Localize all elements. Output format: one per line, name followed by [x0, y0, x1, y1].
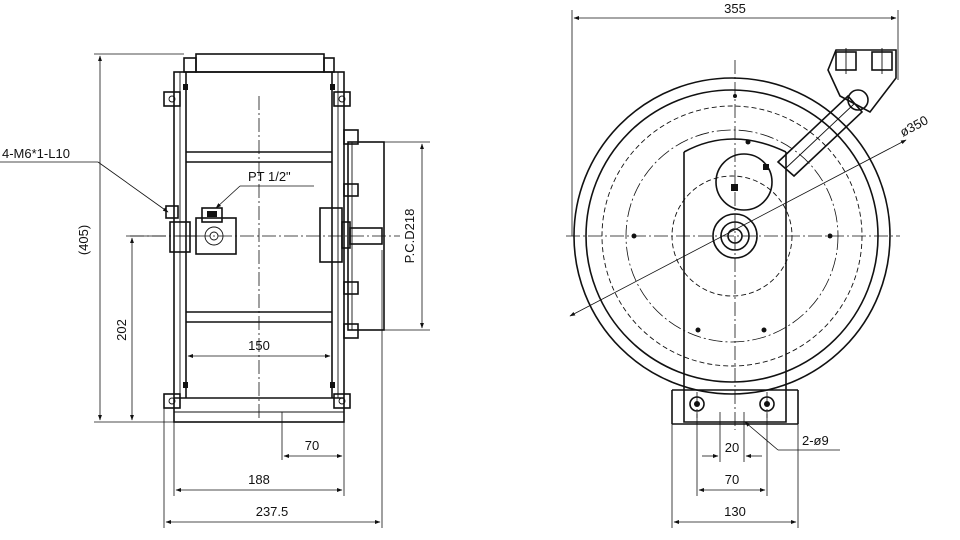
bolt-top-left [163, 91, 181, 107]
dim-20: 20 [725, 440, 739, 455]
bolt-bottom-left [163, 393, 181, 409]
guide-roller [827, 49, 897, 114]
pcd-label: P.C.D218 [402, 209, 417, 264]
dim-150: 150 [248, 338, 270, 353]
bolt-bottom-right [333, 393, 351, 409]
port-label: PT 1/2" [248, 169, 291, 184]
frame-outline [173, 71, 345, 423]
dim-405: (405) [76, 225, 91, 255]
right-hub [319, 207, 343, 263]
dim-237: 237.5 [256, 504, 289, 519]
hole-spec-label: 2-ø9 [802, 433, 829, 448]
dim-202: 202 [114, 319, 129, 341]
drum-dia-label: ø350 [897, 112, 930, 139]
dim-355: 355 [724, 1, 746, 16]
side-view: (405) 202 4-M6*1-L10 PT 1/2" P.C.D218 15… [0, 53, 430, 528]
dim-70-right: 70 [725, 472, 739, 487]
dim-188: 188 [248, 472, 270, 487]
thread-spec-label: 4-M6*1-L10 [2, 146, 70, 161]
top-bracket [195, 53, 325, 73]
bolt-top-right [333, 91, 351, 107]
dim-130: 130 [724, 504, 746, 519]
left-hub [169, 221, 191, 253]
top-bracket-ear-right [323, 57, 335, 73]
front-view: ø350 355 20 2-ø9 70 130 [566, 1, 930, 528]
inlet-port [201, 207, 223, 223]
top-bracket-ear-left [183, 57, 197, 73]
dim-70-left: 70 [305, 438, 319, 453]
